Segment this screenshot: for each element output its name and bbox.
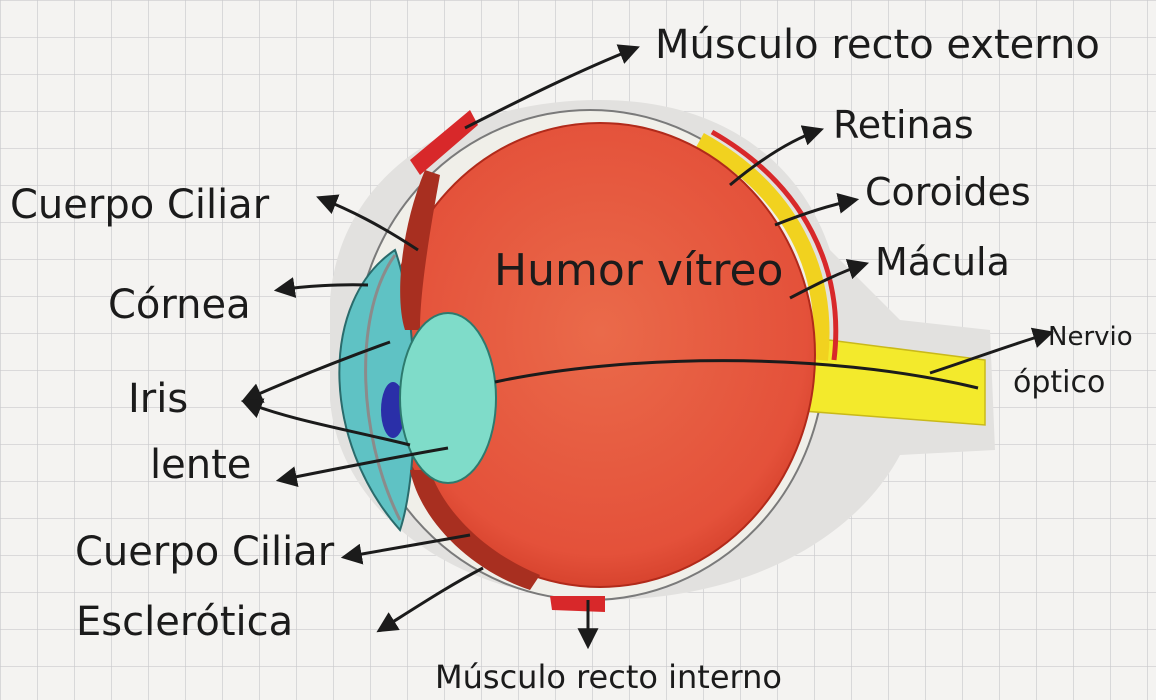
label-coroides: Coroides [865, 170, 1031, 214]
label-musculo-recto-interno: Músculo recto interno [435, 658, 782, 696]
label-cornea: Córnea [108, 282, 251, 328]
label-iris: Iris [128, 376, 188, 422]
label-musculo-recto-externo: Músculo recto externo [655, 22, 1100, 68]
label-cuerpo-ciliar-top: Cuerpo Ciliar [10, 182, 270, 228]
lens-shape [400, 313, 496, 483]
label-lente: lente [150, 442, 251, 488]
label-cuerpo-ciliar-bottom: Cuerpo Ciliar [75, 529, 335, 575]
muscle-internal [550, 596, 605, 612]
label-esclerotica: Esclerótica [76, 599, 293, 645]
label-nervio-optico-line1: Nervio [1048, 322, 1133, 352]
label-macula: Mácula [875, 240, 1010, 284]
label-nervio-optico-line2: óptico [1013, 365, 1105, 400]
label-retinas: Retinas [833, 103, 974, 147]
label-humor-vitreo: Humor vítreo [494, 245, 783, 296]
